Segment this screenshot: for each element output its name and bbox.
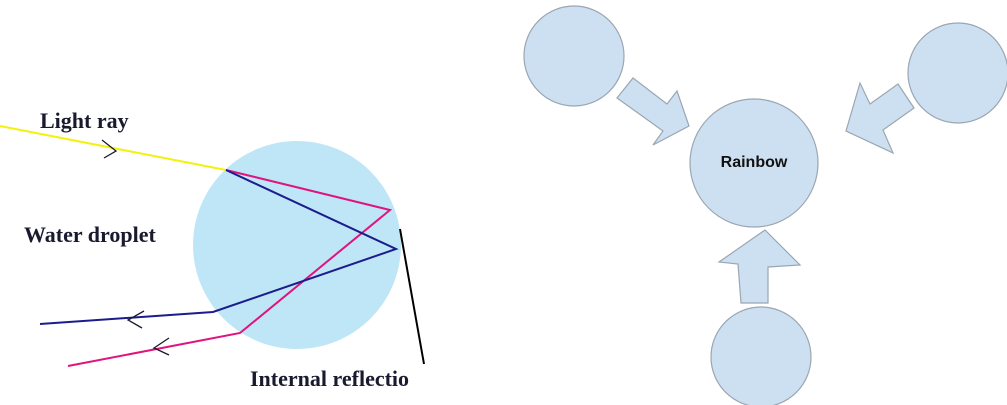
arrow-from-bottom bbox=[717, 229, 802, 304]
internal-reflection-pointer bbox=[399, 228, 425, 365]
refraction-diagram: Light ray Water droplet Internal reflect… bbox=[0, 0, 500, 405]
light-ray-label: Light ray bbox=[40, 108, 129, 133]
rainbow-label: Rainbow bbox=[721, 154, 788, 171]
rainbow-concept-svg: Rainbow bbox=[523, 5, 1007, 405]
water-droplet-circle bbox=[193, 141, 401, 349]
internal-reflection-label: Internal reflectio bbox=[250, 366, 409, 391]
blue-ray-path bbox=[39, 169, 399, 325]
water-droplet-label: Water droplet bbox=[24, 222, 156, 247]
top-right-circle bbox=[907, 22, 1007, 124]
magenta-ray-path bbox=[67, 169, 393, 367]
light-ray-arrowhead bbox=[101, 139, 118, 159]
refraction-diagram-svg: Light ray Water droplet Internal reflect… bbox=[0, 108, 425, 391]
top-left-circle bbox=[523, 5, 625, 107]
blue-ray-arrowhead bbox=[126, 310, 145, 329]
rainbow-concept-diagram: Rainbow bbox=[500, 0, 1007, 405]
arrow-from-top-right bbox=[845, 81, 915, 155]
rainbow-center-circle bbox=[689, 98, 819, 228]
arrow-from-top-left bbox=[616, 77, 690, 146]
bottom-circle bbox=[710, 306, 812, 405]
magenta-ray-arrowhead bbox=[152, 337, 170, 356]
